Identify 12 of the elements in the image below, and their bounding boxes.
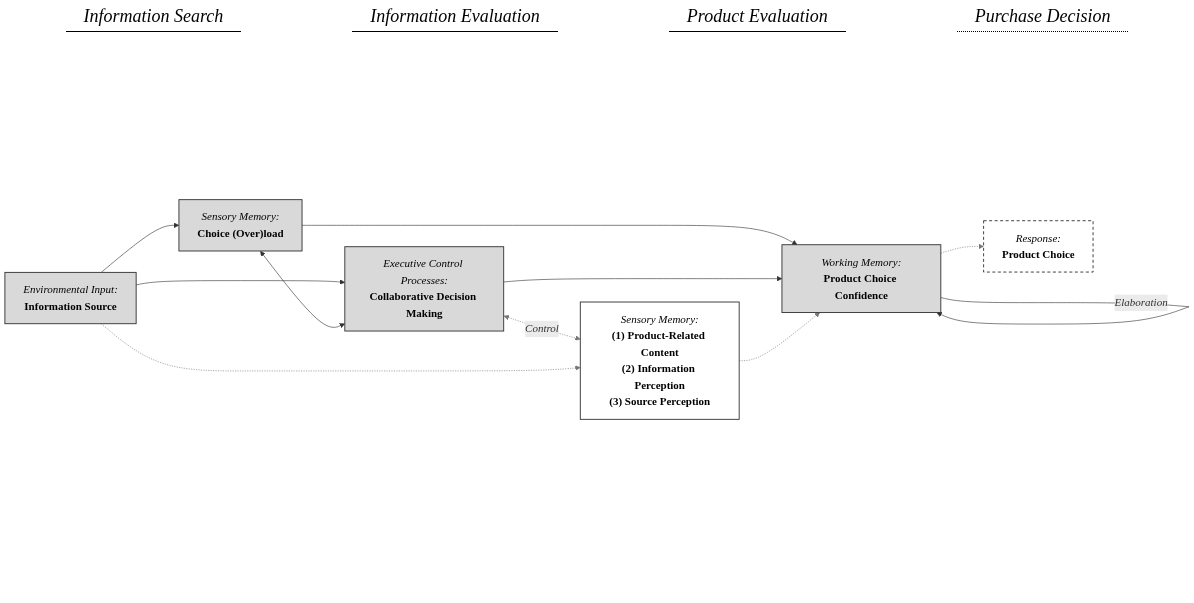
phase-label: Information Search: [65, 6, 242, 32]
node-box: Executive Control Processes: Collaborative Decision Making: [344, 246, 505, 332]
node-box: Environmental Input: Information Source: [4, 271, 137, 325]
node-box: Response: Product Choice: [983, 220, 1094, 273]
edge-label: Elaboration: [1114, 296, 1168, 309]
node-box: Sensory Memory: (1) Product-Related Content (2) Information Perception (3) Source Perception: [579, 301, 740, 420]
node-box: Working Memory: Product Choice Confidence: [781, 244, 942, 313]
phase-label: Product Evaluation: [668, 6, 846, 32]
node-box: Sensory Memory: Choice (Over)load: [178, 199, 303, 252]
phase-label: Information Evaluation: [352, 6, 558, 32]
edge-label: Control: [525, 322, 559, 335]
phase-label: Purchase Decision: [956, 6, 1129, 32]
